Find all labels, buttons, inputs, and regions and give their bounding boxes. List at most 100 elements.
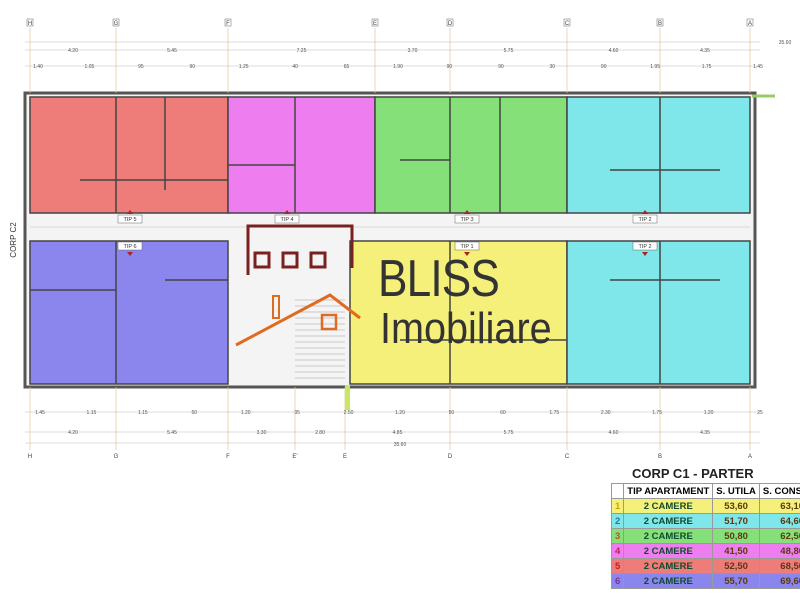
- tip-tag: [274, 214, 300, 224]
- detail-dimension: 1.15: [87, 410, 97, 416]
- axis-marker: [112, 18, 120, 27]
- axis-label: H: [28, 21, 32, 27]
- axis-label: C: [565, 21, 570, 27]
- row-number: 5: [610, 558, 625, 574]
- tip-label: TIP 1: [460, 244, 473, 250]
- axis-marker: [656, 18, 664, 27]
- axis-marker: [446, 18, 454, 27]
- span-dimension: 5.75: [504, 430, 514, 436]
- axis-label: A: [748, 21, 752, 27]
- header-cell: TIP APARTAMENT: [623, 483, 714, 499]
- axis-label: H: [28, 454, 32, 460]
- detail-dimension: 90: [498, 64, 504, 70]
- built-area: 62,50: [758, 528, 800, 544]
- tip-label: TIP 3: [460, 217, 473, 223]
- detail-dimension: 35: [294, 410, 300, 416]
- span-dimension: 4.60: [609, 48, 619, 54]
- tip-tag: [632, 241, 658, 251]
- balcony-marker: [345, 385, 350, 410]
- axis-marker: [26, 18, 34, 27]
- axis-label: A: [748, 454, 752, 460]
- apartment-5: [29, 96, 229, 214]
- usable-area: 51,70: [712, 513, 760, 529]
- row-number: 6: [610, 573, 625, 589]
- apartment-3: [374, 96, 568, 214]
- built-area: 48,80: [758, 543, 800, 559]
- detail-dimension: 1.25: [239, 64, 249, 70]
- usable-area: 53,60: [712, 498, 760, 514]
- apartment-type: 2 CAMERE: [623, 498, 714, 514]
- detail-dimension: 1.20: [241, 410, 251, 416]
- span-dimension: 5.75: [504, 48, 514, 54]
- apartment-type: 2 CAMERE: [623, 543, 714, 559]
- axis-label: B: [658, 21, 662, 27]
- detail-dimension: 1.95: [650, 64, 660, 70]
- logo-bliss: BLISS: [378, 250, 500, 308]
- axis-label: G: [114, 21, 119, 27]
- tip-tag: [117, 241, 143, 251]
- axis-label: D: [448, 454, 453, 460]
- detail-dimension: 1.75: [549, 410, 559, 416]
- logo-window-icon: [281, 251, 299, 269]
- apartment-6: [29, 240, 229, 385]
- detail-dimension: 40: [292, 64, 298, 70]
- total-dimension: 35.60: [394, 442, 407, 448]
- axis-marker: [224, 18, 232, 27]
- header-cell: S. UTILA: [712, 483, 760, 499]
- tip-arrow-icon: [464, 252, 470, 256]
- apartment-type: 2 CAMERE: [623, 513, 714, 529]
- row-number: 4: [610, 543, 625, 559]
- tip-arrow-icon: [127, 210, 133, 214]
- apartment-type: 2 CAMERE: [623, 558, 714, 574]
- span-dimension: 4.20: [68, 430, 78, 436]
- tip-arrow-icon: [284, 210, 290, 214]
- span-dimension: 4.35: [700, 430, 710, 436]
- axis-label: E': [292, 454, 297, 460]
- axis-label: E: [343, 454, 347, 460]
- table-header-row: TIP APARTAMENT S. UTILA S. CONSTRU: [610, 483, 800, 499]
- logo-door-icon: [320, 313, 338, 331]
- span-dimension: 7.25: [297, 48, 307, 54]
- apartment-type: 2 CAMERE: [623, 573, 714, 589]
- axis-label: D: [448, 21, 453, 27]
- tip-label: TIP 4: [280, 217, 293, 223]
- detail-dimension: 1.20: [704, 410, 714, 416]
- row-number: 3: [610, 528, 625, 544]
- logo-chimney-icon: [272, 295, 280, 319]
- detail-dimension: 50: [449, 410, 455, 416]
- logo-window-icon: [253, 251, 271, 269]
- apartment-4: [227, 96, 376, 214]
- detail-dimension: 30: [550, 64, 556, 70]
- apartment-2: [566, 240, 751, 385]
- axis-label: E: [373, 21, 377, 27]
- built-area: 69,60: [758, 573, 800, 589]
- detail-dimension: 95: [138, 64, 144, 70]
- axis-label: B: [658, 454, 662, 460]
- detail-dimension: 90: [447, 64, 453, 70]
- apartment-2: [566, 96, 751, 214]
- detail-dimension: 1.05: [85, 64, 95, 70]
- span-dimension: 4.60: [609, 430, 619, 436]
- axis-marker: [746, 18, 754, 27]
- detail-dimension: 90: [190, 64, 196, 70]
- axis-label: F: [226, 21, 230, 27]
- detail-dimension: 50: [192, 410, 198, 416]
- logo-window-icon: [309, 251, 327, 269]
- built-area: 64,60: [758, 513, 800, 529]
- axis-label: G: [114, 454, 119, 460]
- row-number: 2: [610, 513, 625, 529]
- usable-area: 50,80: [712, 528, 760, 544]
- span-dimension: 4.20: [68, 48, 78, 54]
- logo-house-frame-icon: [246, 224, 354, 275]
- total-dimension: 35.60: [779, 40, 792, 46]
- detail-dimension: 1.90: [393, 64, 403, 70]
- span-dimension: 4.85: [393, 430, 403, 436]
- detail-dimension: 25: [757, 410, 763, 416]
- usable-area: 41,50: [712, 543, 760, 559]
- tip-tag: [454, 241, 480, 251]
